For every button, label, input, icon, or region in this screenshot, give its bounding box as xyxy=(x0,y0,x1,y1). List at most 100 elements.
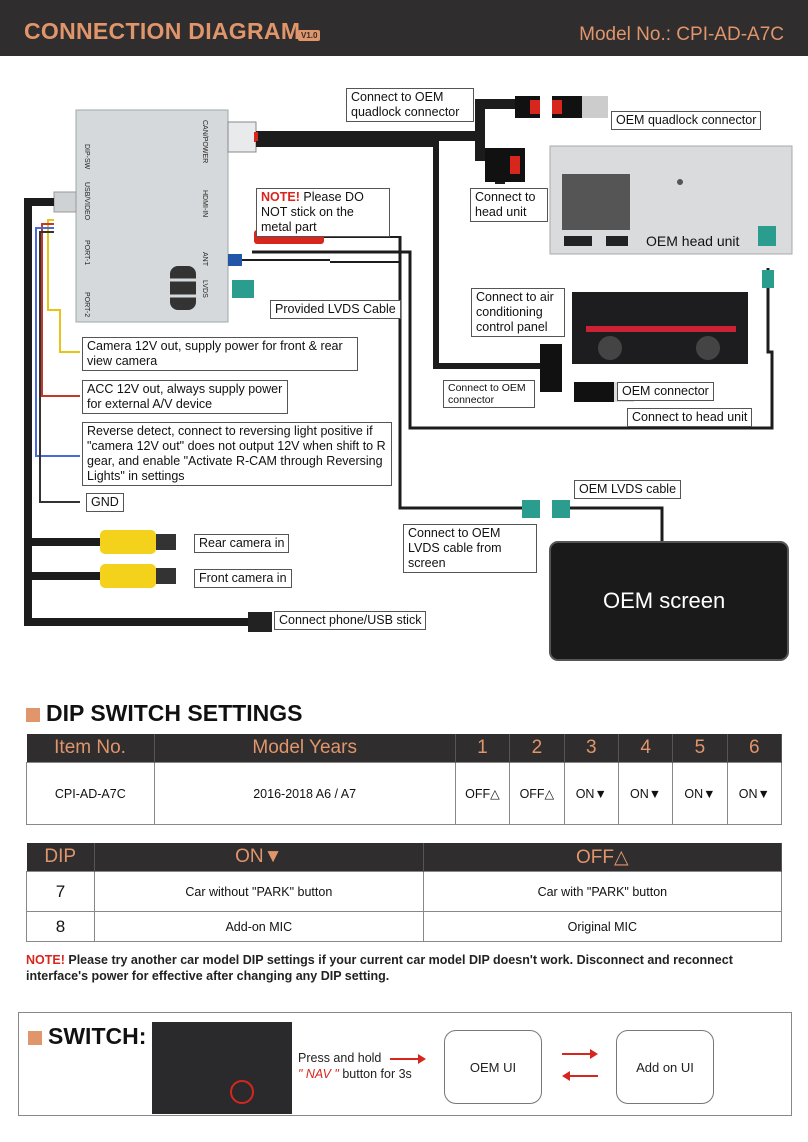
module-logo xyxy=(170,266,196,310)
usb-port xyxy=(53,191,77,213)
label-note-metal: NOTE! Please DO NOT stick on the metal p… xyxy=(256,188,390,237)
label-usb-stick: Connect phone/USB stick xyxy=(274,611,427,630)
section-square-icon xyxy=(26,707,40,722)
dip-title-text: DIP SWITCH SETTINGS xyxy=(46,700,303,726)
section-square-icon xyxy=(28,1030,42,1045)
switch-title: SWITCH: xyxy=(28,1023,146,1050)
label-oem-connector: OEM connector xyxy=(617,382,714,401)
label-connect-oem-connector: Connect to OEM connector xyxy=(443,380,535,408)
dip-section-title: DIP SWITCH SETTINGS xyxy=(26,700,302,727)
dip2-cell-off: Original MIC xyxy=(422,911,783,942)
dip-table: Item No. Model Years 1 2 3 4 5 6 CPI-AD-… xyxy=(26,734,783,825)
dip-header-3: 3 xyxy=(564,734,619,763)
dip2-cell-on: Add-on MIC xyxy=(93,911,424,942)
table-row: 7 Car without "PARK" button Car with "PA… xyxy=(26,871,783,912)
head-unit-plug xyxy=(485,148,525,182)
dip-cell-3: ON▼ xyxy=(563,762,619,825)
dip-cell-item: CPI-AD-A7C xyxy=(26,762,155,825)
dip-header-6: 6 xyxy=(727,734,783,763)
usb-cable xyxy=(24,198,252,626)
dip-table-2: DIP ON▼ OFF△ 7 Car without "PARK" button… xyxy=(26,843,783,942)
note-metal-text: Please DO NOT stick on the metal part xyxy=(261,190,364,234)
port-dip-sw: DIP-SW xyxy=(83,144,90,170)
dip2-cell-num: 8 xyxy=(26,911,95,942)
dip-header-item: Item No. xyxy=(26,734,155,763)
press-nav: " NAV " xyxy=(298,1067,339,1081)
port-can-power: CAN/POWER xyxy=(201,120,208,164)
dip2-header-dip: DIP xyxy=(26,843,95,872)
switch-panel xyxy=(18,1012,792,1116)
lvds-cable-screen xyxy=(398,236,540,510)
dip-cell-1: OFF△ xyxy=(454,762,511,825)
port-lvds: LVDS xyxy=(201,280,208,298)
dip-cell-6: ON▼ xyxy=(726,762,783,825)
label-oem-screen: OEM screen xyxy=(603,588,726,613)
dip-header-5: 5 xyxy=(672,734,728,763)
dip2-header-on: ON▼ xyxy=(94,843,424,872)
version-badge: V1.0 xyxy=(298,30,321,41)
switch-instruction: Press and hold " NAV " button for 3s xyxy=(298,1050,412,1082)
ant-port xyxy=(228,254,242,266)
dip-header-years: Model Years xyxy=(154,734,456,763)
label-reverse-detect: Reverse detect, connect to reversing lig… xyxy=(82,422,392,486)
label-acc-12v: ACC 12V out, always supply power for ext… xyxy=(82,380,288,414)
model-number: Model No.: CPI-AD-A7C xyxy=(579,24,784,45)
can-connector xyxy=(227,121,257,153)
dip2-cell-off: Car with "PARK" button xyxy=(422,871,783,912)
label-camera-12v: Camera 12V out, supply power for front &… xyxy=(82,337,358,371)
label-oem-head-unit: OEM head unit xyxy=(646,233,740,249)
table-row: 8 Add-on MIC Original MIC xyxy=(26,911,783,942)
label-front-camera: Front camera in xyxy=(194,569,292,588)
label-connect-head-unit-1: Connect to head unit xyxy=(470,188,548,222)
dip2-header-off: OFF△ xyxy=(423,843,783,872)
port-ant: ANT xyxy=(201,252,208,266)
lvds-plug xyxy=(232,280,254,298)
rca-front xyxy=(100,564,176,588)
header-bar xyxy=(0,0,808,56)
label-gnd: GND xyxy=(86,493,124,512)
port-usb-video: USB/VIDEO xyxy=(83,182,90,221)
dip-note-prefix: NOTE! xyxy=(26,953,65,967)
rca-rear xyxy=(100,530,176,554)
dip2-header: DIP ON▼ OFF△ xyxy=(26,843,783,872)
dip-header-1: 1 xyxy=(455,734,511,763)
connection-diagram xyxy=(24,96,793,661)
press-line1: Press and hold xyxy=(298,1051,382,1065)
dip-cell-2: OFF△ xyxy=(509,762,565,825)
label-oem-quadlock: OEM quadlock connector xyxy=(611,111,762,130)
dip-table-header: Item No. Model Years 1 2 3 4 5 6 xyxy=(26,734,783,763)
swap-arrows-icon xyxy=(562,1049,598,1081)
label-provided-lvds: Provided LVDS Cable xyxy=(270,300,401,319)
quadlock-plug xyxy=(515,96,608,118)
switch-title-text: SWITCH: xyxy=(48,1023,147,1049)
page-title: CONNECTION DIAGRAM xyxy=(24,18,301,44)
note-prefix: NOTE! xyxy=(261,190,300,204)
interface-box xyxy=(75,109,229,323)
label-rear-camera: Rear camera in xyxy=(194,534,290,553)
label-connect-quadlock: Connect to OEM quadlock connector xyxy=(346,88,474,122)
label-connect-air: Connect to air conditioning control pane… xyxy=(471,288,565,337)
dip-cell-years: 2016-2018 A6 / A7 xyxy=(153,762,456,825)
lvds-cable-to-head-unit xyxy=(252,250,774,430)
port-2: PORT-2 xyxy=(83,292,90,318)
table-row: CPI-AD-A7C 2016-2018 A6 / A7 OFF△ OFF△ O… xyxy=(26,762,783,825)
label-oem-lvds-cable: OEM LVDS cable xyxy=(574,480,682,499)
label-connect-head-unit-2: Connect to head unit xyxy=(627,408,753,427)
dip-note: NOTE! Please try another car model DIP s… xyxy=(26,952,776,984)
port-1: PORT-1 xyxy=(83,240,90,266)
dip-cell-5: ON▼ xyxy=(672,762,728,825)
oem-screen-image xyxy=(549,541,789,661)
port-hdmi-in: HDMI-IN xyxy=(201,190,208,218)
dip2-cell-on: Car without "PARK" button xyxy=(93,871,424,912)
arrow-right-icon xyxy=(390,1054,426,1064)
dip-header-2: 2 xyxy=(509,734,565,763)
dip-header-4: 4 xyxy=(618,734,674,763)
dip-cell-4: ON▼ xyxy=(617,762,674,825)
ac-plug xyxy=(540,344,562,392)
addon-ui-box: Add on UI xyxy=(616,1030,714,1104)
oem-ui-box: OEM UI xyxy=(444,1030,542,1104)
press-line2: button for 3s xyxy=(338,1067,412,1081)
nav-console-image xyxy=(152,1022,292,1114)
nav-button-icon xyxy=(230,1080,254,1104)
dip2-cell-num: 7 xyxy=(26,871,95,912)
